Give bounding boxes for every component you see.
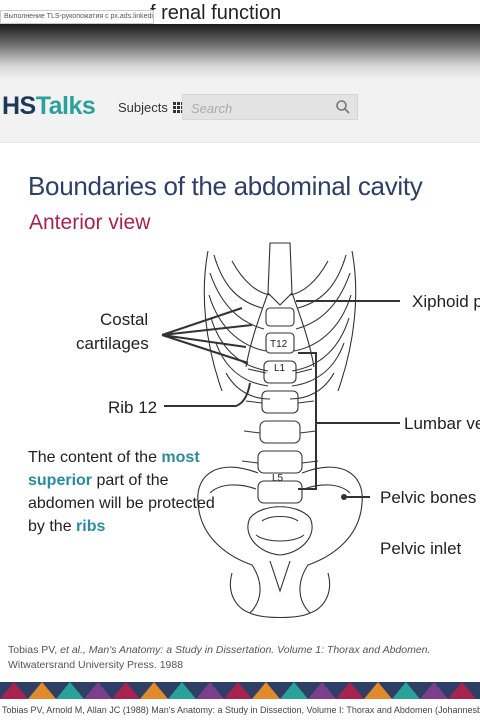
citation-title: Man's Anatomy: a Study in Dissertation. …	[89, 644, 431, 656]
skeleton-illustration: T12 L1 L5	[0, 143, 480, 643]
vertebra-label-l5: L5	[272, 473, 284, 484]
citation-rest: Witwatersrand University Press. 1988	[8, 659, 183, 671]
label-pelvic-bones: Pelvic bones	[380, 487, 476, 509]
site-header: HSTalks Subjects	[0, 80, 480, 138]
search-input[interactable]	[183, 95, 333, 121]
top-strip: f renal function Выполнение TLS-рукопожа…	[0, 0, 480, 24]
decorative-pattern-strip	[0, 682, 480, 699]
content-highlight-ribs: ribs	[76, 518, 105, 535]
slide-citation: Tobias PV, et al., Man's Anatomy: a Stud…	[8, 643, 478, 673]
blurred-overlay	[0, 24, 480, 80]
search-icon[interactable]	[335, 99, 351, 115]
vertebra-label-l1: L1	[274, 363, 286, 374]
status-toast: Выполнение TLS-рукопожатия с px.ads.link…	[0, 10, 154, 24]
citation-authors: Tobias PV,	[8, 644, 60, 656]
page-title-fragment: f renal function	[150, 2, 281, 24]
citation-etal: et al.,	[60, 644, 86, 656]
label-pelvic-inlet: Pelvic inlet	[380, 538, 461, 560]
content-note: The content of the most superior part of…	[28, 446, 218, 538]
hstalks-logo[interactable]: HSTalks	[2, 92, 95, 121]
content-part1: The content of the	[28, 449, 161, 466]
label-costal: Costal	[100, 309, 148, 331]
label-cartilages: cartilages	[76, 333, 149, 355]
subjects-label: Subjects	[118, 100, 168, 115]
subjects-menu-button[interactable]: Subjects	[118, 100, 184, 115]
label-rib12: Rib 12	[108, 397, 157, 419]
footer-reference: Tobias PV, Arnold M, Allan JC (1988) Man…	[0, 699, 480, 721]
logo-talks: Talks	[36, 92, 96, 120]
logo-hs: HS	[2, 92, 36, 120]
label-lumbar: Lumbar ve	[404, 413, 480, 435]
label-xiphoid: Xiphoid p	[412, 291, 480, 313]
slide-panel: Boundaries of the abdominal cavity Anter…	[0, 142, 480, 683]
search-box	[182, 94, 358, 120]
vertebra-label-t12: T12	[270, 339, 288, 350]
